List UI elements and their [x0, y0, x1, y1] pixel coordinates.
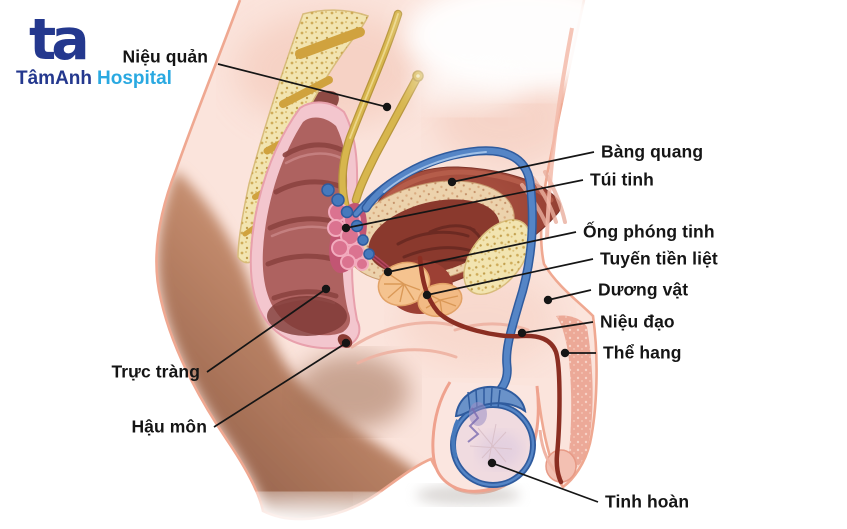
rectum: [249, 101, 361, 350]
abdomen-haze: [405, 0, 641, 112]
urethra: [417, 255, 564, 485]
brand-name-primary: TâmAnh: [16, 68, 92, 90]
epididymis: [451, 385, 527, 459]
logo-mark: ta: [29, 7, 90, 73]
brand-name-secondary: Hospital: [97, 68, 172, 90]
testis: [450, 402, 536, 488]
